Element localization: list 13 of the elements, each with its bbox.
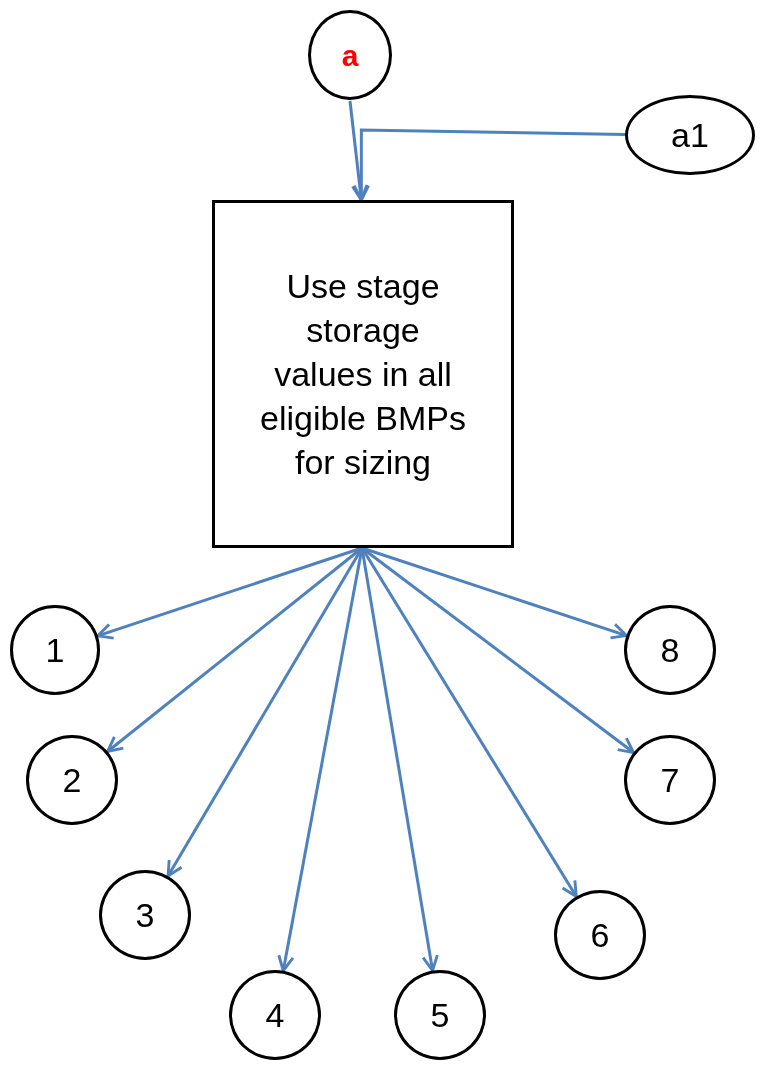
node-label: 5 — [430, 994, 450, 1036]
node-label: 8 — [660, 629, 680, 671]
node-label: a — [341, 37, 359, 74]
node-label: 3 — [135, 894, 155, 936]
arrow — [352, 128, 626, 202]
node-label: a1 — [671, 114, 709, 156]
node-label: 4 — [265, 994, 285, 1036]
node-label: Use stage storage values in all eligible BMPs for sizing — [259, 265, 467, 484]
node-label: 2 — [62, 759, 82, 801]
process-box — [212, 200, 514, 548]
node-label: 7 — [660, 759, 680, 801]
node-label: 1 — [45, 629, 65, 671]
node-label: 6 — [590, 914, 610, 956]
